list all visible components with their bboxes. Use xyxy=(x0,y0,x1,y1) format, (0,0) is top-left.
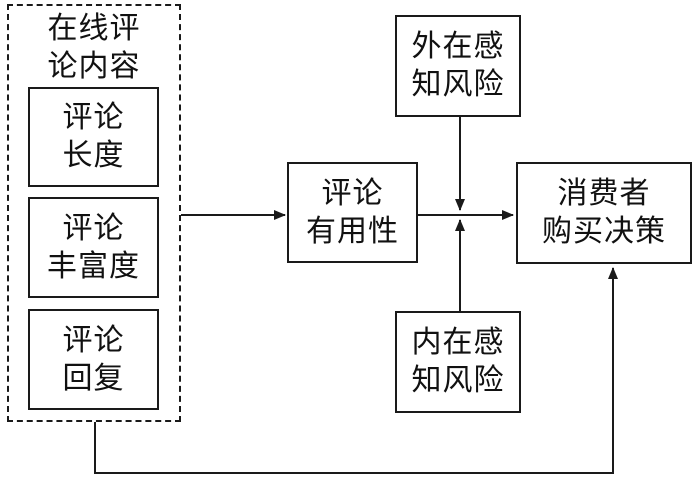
group-title-line1: 在线评 xyxy=(47,11,141,46)
review-usefulness-line1: 评论 xyxy=(321,175,384,211)
purchase-decision-box: 消费者 购买决策 xyxy=(516,162,692,264)
external-risk-line1: 外在感 xyxy=(411,29,505,64)
group-title: 在线评 论内容 xyxy=(9,10,179,86)
internal-risk-line2: 知风险 xyxy=(411,363,505,398)
external-risk-line2: 知风险 xyxy=(411,67,505,102)
online-review-content-group: 在线评 论内容 xyxy=(7,4,181,422)
group-title-line2: 论内容 xyxy=(47,49,141,84)
purchase-decision-line2: 购买决策 xyxy=(542,214,666,249)
review-reply-line2: 回复 xyxy=(62,360,125,396)
review-usefulness-box: 评论 有用性 xyxy=(287,162,418,263)
review-richness-box: 评论 丰富度 xyxy=(28,197,159,298)
review-reply-box: 评论 回复 xyxy=(28,309,159,410)
review-length-line2: 长度 xyxy=(62,138,125,173)
review-length-line1: 评论 xyxy=(62,100,125,135)
external-risk-box: 外在感 知风险 xyxy=(395,15,521,117)
purchase-decision-line1: 消费者 xyxy=(557,176,651,211)
review-richness-line1: 评论 xyxy=(62,210,125,246)
review-length-box: 评论 长度 xyxy=(28,87,159,187)
internal-risk-box: 内在感 知风险 xyxy=(395,311,521,413)
review-reply-line1: 评论 xyxy=(62,322,125,358)
review-usefulness-line2: 有用性 xyxy=(306,213,399,249)
internal-risk-line1: 内在感 xyxy=(411,325,505,360)
review-richness-line2: 丰富度 xyxy=(47,248,140,284)
arrow-content-to-decision xyxy=(94,267,618,474)
